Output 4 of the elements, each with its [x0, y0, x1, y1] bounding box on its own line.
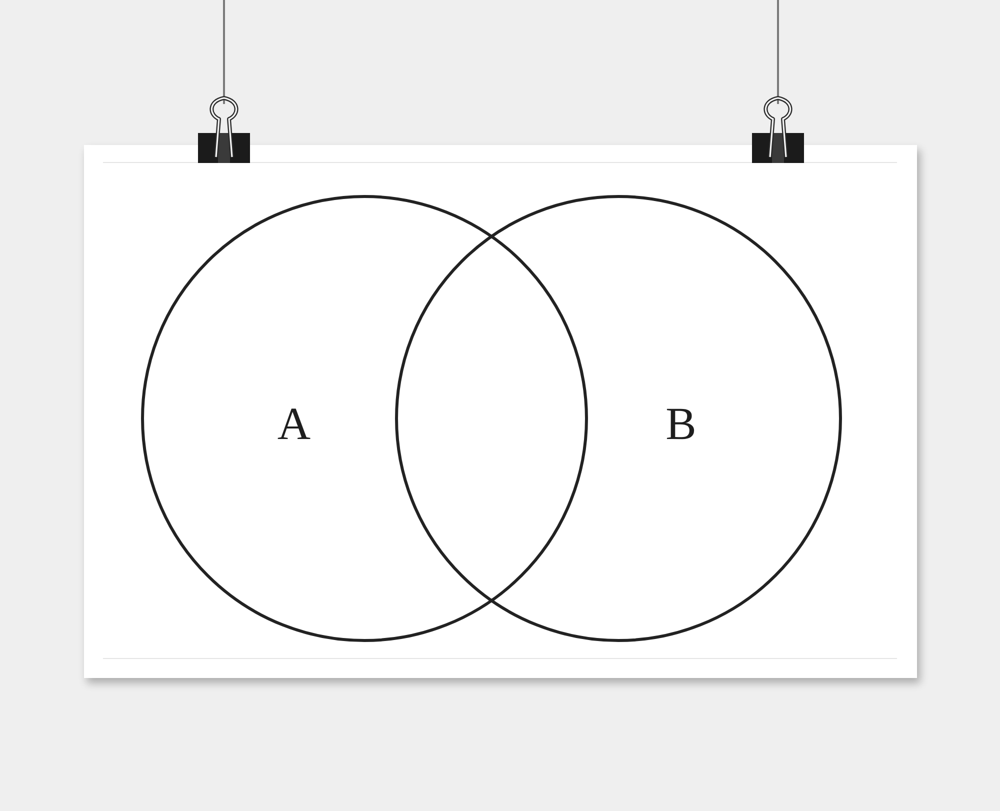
set-label: B	[666, 401, 696, 447]
set-label: A	[277, 401, 311, 447]
venn-circle	[395, 195, 842, 642]
venn-circle	[141, 195, 588, 642]
